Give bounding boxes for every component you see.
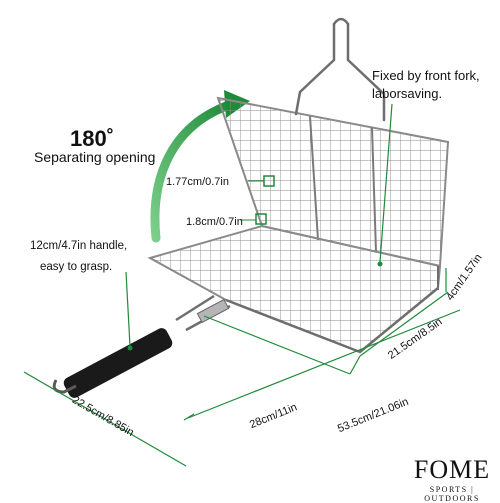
width-dim-line bbox=[359, 291, 449, 357]
lower-basket bbox=[147, 224, 442, 354]
fork-note-line-2: laborsaving. bbox=[372, 86, 443, 101]
rotation-caption: Separating opening bbox=[34, 149, 156, 165]
brand-logo: FOME SPORTS | OUTDOORS bbox=[406, 457, 498, 503]
total-length-dim-line bbox=[187, 309, 461, 419]
handle-callout-line bbox=[125, 271, 131, 347]
mesh-width-label: 1.77cm/0.7in bbox=[166, 176, 229, 188]
handle-length-dim-line bbox=[23, 371, 187, 467]
brand-tagline: SPORTS | OUTDOORS bbox=[424, 485, 480, 503]
fork-wire bbox=[294, 17, 386, 122]
mesh-height-label: 1.8cm/0.7in bbox=[186, 216, 243, 228]
rotation-angle-label: 180˚ bbox=[70, 126, 115, 151]
rotation-arc bbox=[150, 99, 237, 243]
brand-name: FOME bbox=[413, 455, 491, 484]
handle-assembly bbox=[52, 294, 231, 398]
handle-grip bbox=[63, 328, 173, 398]
handle-note-line-1: 12cm/4.7in handle, bbox=[30, 240, 128, 252]
handle-note-line-2: easy to grasp. bbox=[40, 261, 113, 273]
fork-note-line-1: Fixed by front fork, bbox=[372, 68, 480, 83]
fork-callout-line bbox=[379, 103, 393, 263]
mesh-callout-square-2 bbox=[255, 213, 267, 225]
basket-length-dim-line bbox=[203, 315, 351, 375]
